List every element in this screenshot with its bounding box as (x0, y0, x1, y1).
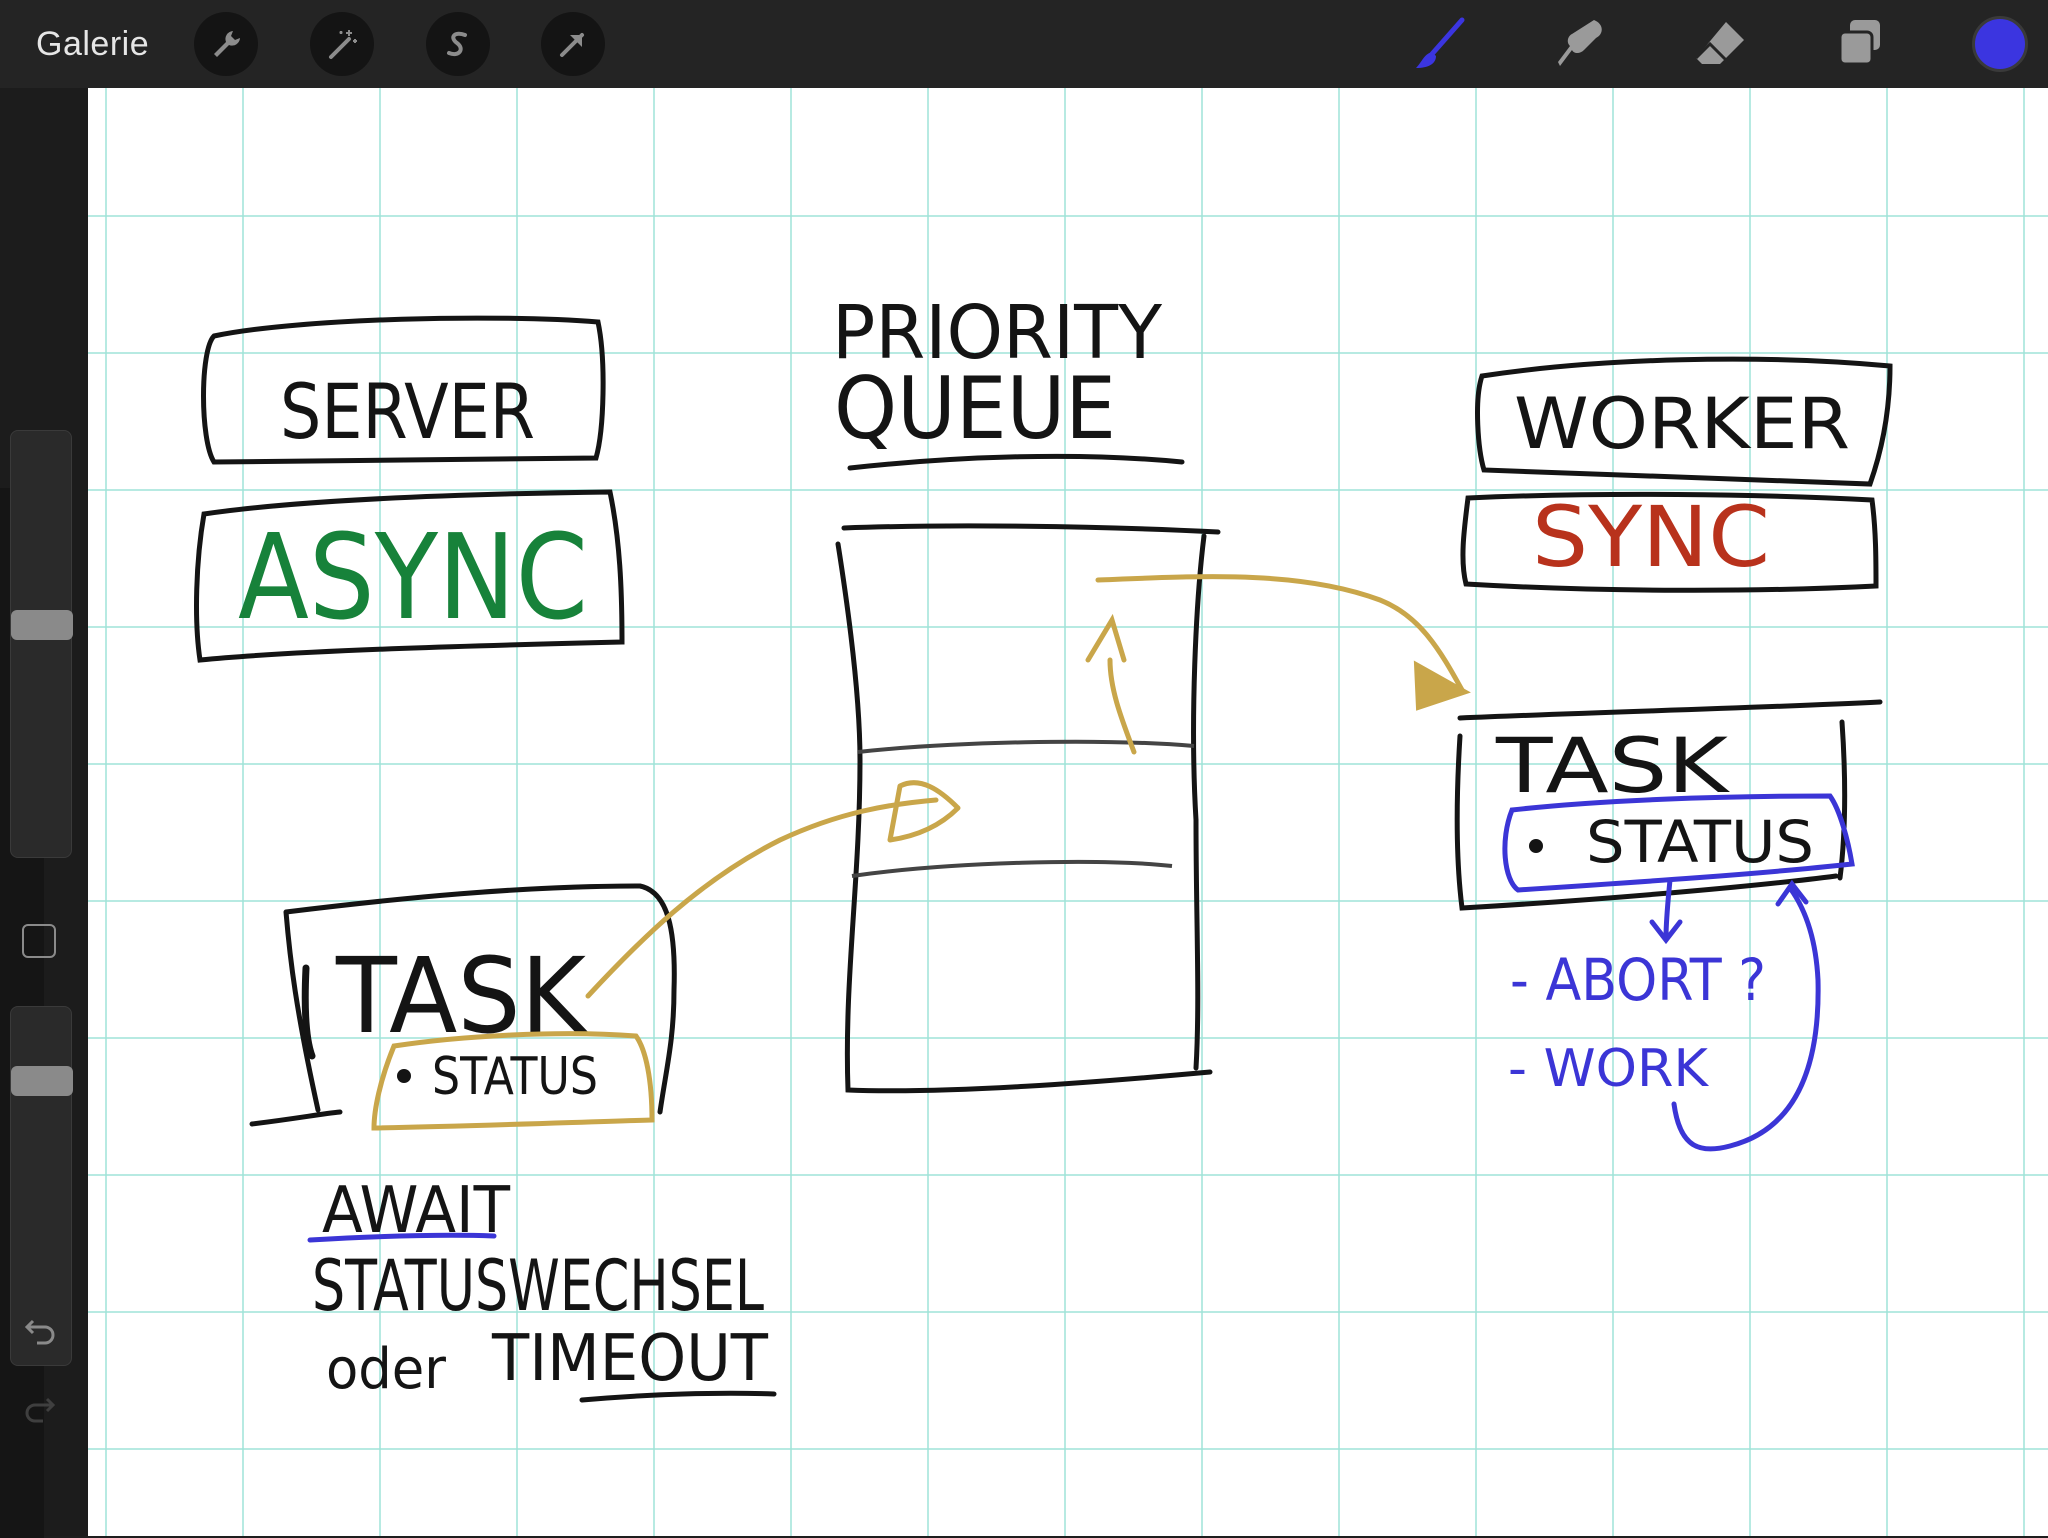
dequeue-arrowhead (1413, 660, 1471, 711)
opacity-slider[interactable] (10, 1006, 73, 1366)
modify-button[interactable] (22, 924, 56, 958)
eraser-icon[interactable] (1690, 14, 1750, 74)
timeout-underline (579, 1390, 777, 1403)
opacity-thumb[interactable] (11, 1066, 73, 1096)
layers-icon[interactable] (1830, 14, 1890, 74)
gallery-button[interactable]: Galerie (36, 25, 150, 63)
queue-label-underline (847, 453, 1185, 471)
undo-icon[interactable] (20, 1310, 60, 1350)
grid-lines (88, 88, 2048, 1536)
brush-size-thumb[interactable] (11, 610, 73, 640)
statuswechsel-label: STATUSWECHSEL (312, 1245, 764, 1327)
abort-arrow (1649, 877, 1683, 945)
wrench-icon[interactable] (194, 12, 258, 76)
enqueue-arrowhead (887, 780, 961, 843)
abort-label: - ABORT ? (1510, 946, 1766, 1014)
queue-box (835, 523, 1221, 1094)
task-right-box (1454, 699, 1883, 911)
task-right-label: TASK (1495, 721, 1731, 810)
status-left-bullet (397, 1069, 411, 1083)
await-underline (307, 1232, 497, 1243)
magic-wand-icon[interactable] (310, 12, 374, 76)
status-left-box (371, 1031, 655, 1131)
queue-divider-2 (851, 859, 1173, 878)
dequeue-arrow (1095, 574, 1465, 693)
oder-label: oder (326, 1337, 447, 1402)
server-box (201, 315, 606, 465)
queue-divider-1 (857, 739, 1195, 754)
redo-icon[interactable] (20, 1388, 60, 1428)
status-right-label: STATUS (1586, 808, 1814, 876)
status-left-label: STATUS (432, 1047, 598, 1107)
status-right-bullet (1529, 839, 1543, 853)
task-left-box (249, 883, 677, 1127)
left-sidebar (0, 88, 88, 1538)
brush-size-slider[interactable] (10, 430, 73, 858)
enqueue-arrow (585, 797, 939, 999)
canvas-drawing: SERVER ASYNC PRIORITY QUEUE WORKER SYNC … (88, 88, 2048, 1536)
sync-box (1460, 491, 1879, 593)
timeout-label: TIMEOUT (491, 1322, 769, 1396)
arrow-transform-icon[interactable] (541, 12, 605, 76)
worker-box (1475, 356, 1893, 487)
top-toolbar: Galerie (0, 0, 2048, 88)
status-right-box (1502, 793, 1855, 893)
color-picker-button[interactable] (1972, 16, 2028, 72)
smudge-icon[interactable] (1550, 14, 1610, 74)
queue-move-up-arrow (1085, 613, 1137, 755)
priority-label: PRIORITY (832, 290, 1163, 376)
sync-label: SYNC (1532, 488, 1770, 586)
async-label: ASYNC (238, 508, 588, 646)
task-left-mark (301, 964, 316, 1060)
brush-icon[interactable] (1410, 14, 1470, 74)
work-label: - WORK (1508, 1039, 1710, 1099)
server-label: SERVER (280, 367, 535, 456)
drawing-canvas[interactable]: SERVER ASYNC PRIORITY QUEUE WORKER SYNC … (88, 88, 2048, 1536)
work-loop-arrow (1671, 879, 1821, 1152)
selection-s-icon[interactable] (426, 12, 490, 76)
queue-label: QUEUE (834, 359, 1116, 459)
worker-label: WORKER (1514, 383, 1850, 465)
async-box (194, 489, 625, 663)
